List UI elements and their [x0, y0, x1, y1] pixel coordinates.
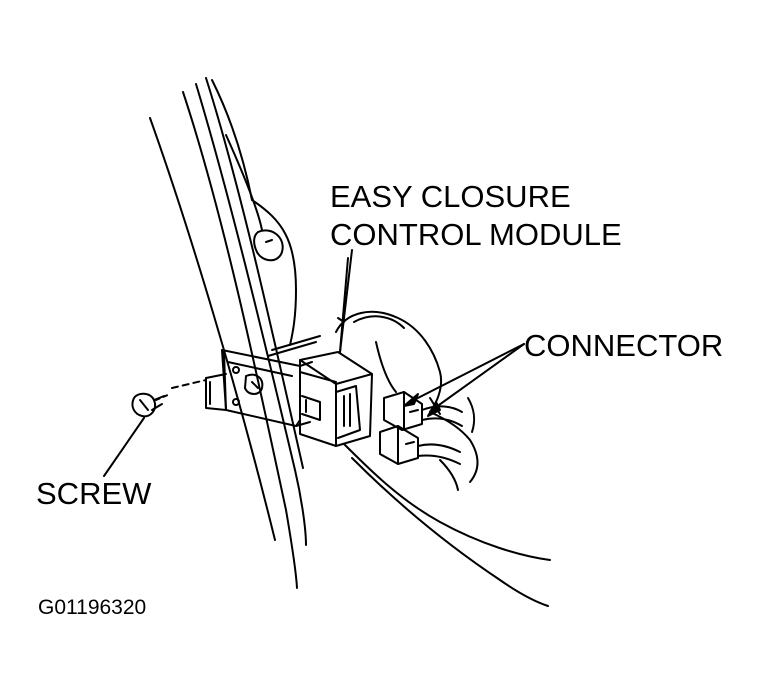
module-label: EASY CLOSURE CONTROL MODULE [330, 178, 622, 254]
leader-lines [104, 250, 524, 476]
control-module [300, 258, 372, 446]
connector-label: CONNECTOR [524, 328, 724, 363]
module-label-line2: CONTROL MODULE [330, 217, 622, 252]
pillar-hole [254, 230, 283, 260]
door-pillar-outline [150, 78, 306, 588]
mounting-bracket [206, 336, 320, 426]
screw-label: SCREW [36, 476, 152, 511]
module-label-line1: EASY CLOSURE [330, 179, 571, 214]
connector-lower [380, 426, 460, 490]
screw [132, 394, 164, 417]
figure-id: G01196320 [38, 596, 147, 619]
wiring-harness [336, 312, 550, 606]
connector-upper [384, 392, 462, 430]
